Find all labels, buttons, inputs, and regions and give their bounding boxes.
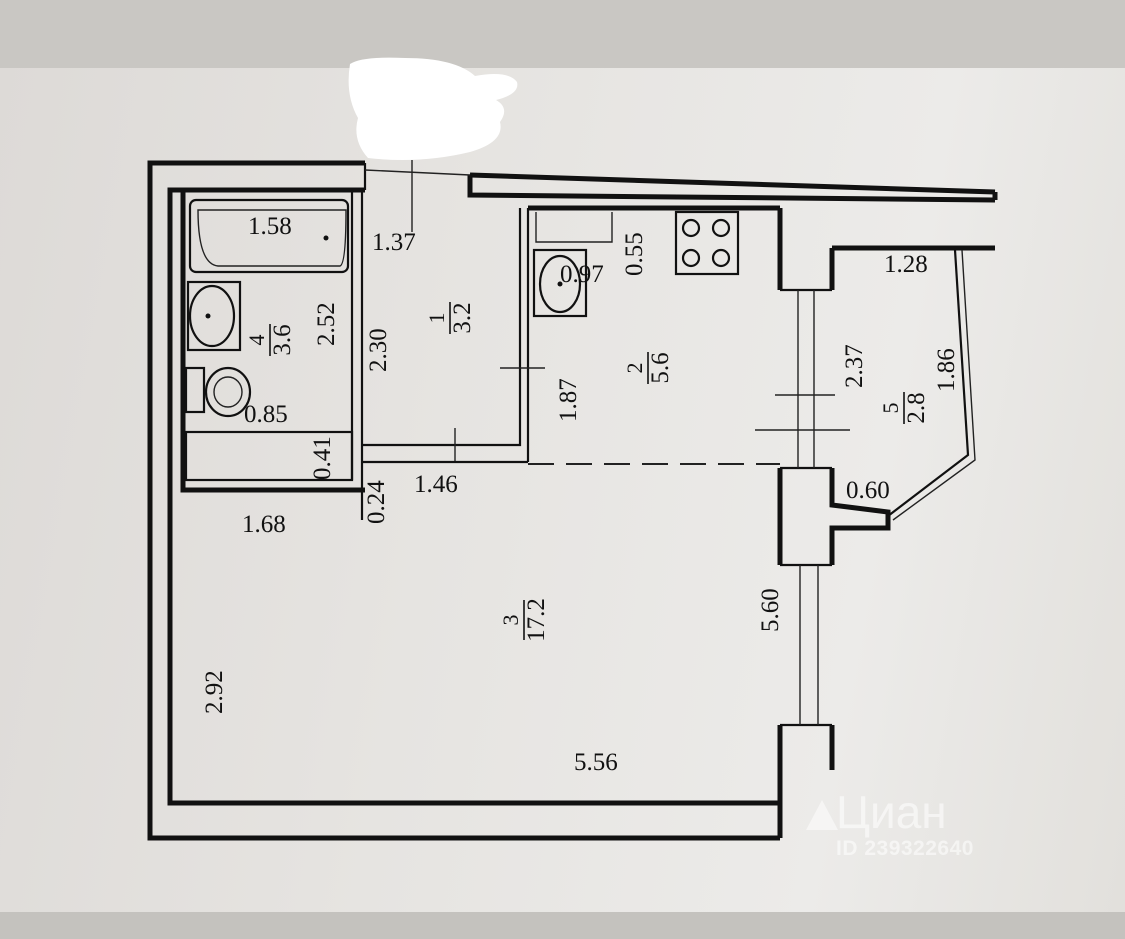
- dim-hall-height: 2.30: [365, 328, 392, 372]
- bathroom-inner-wall: [180, 190, 365, 493]
- washbasin-icon: [186, 280, 242, 352]
- balcony: [832, 245, 995, 521]
- right-wall-outer-mid: [829, 468, 891, 565]
- right-wall: [755, 208, 891, 838]
- room-2-label: 2 5.6: [622, 352, 674, 384]
- room-3-label: 3 17.2: [498, 598, 550, 642]
- dim-partition: 0.24: [363, 480, 390, 524]
- watermark-logo: Циан: [836, 786, 947, 838]
- dim-bathroom-small: 0.41: [309, 436, 336, 480]
- dim-balcony-width: 1.28: [884, 251, 928, 278]
- dim-balcony-side: 1.86: [933, 348, 960, 392]
- shower-tray-icon: [184, 430, 354, 482]
- watermark-id: ID 239322640: [836, 837, 974, 860]
- photo-bottom-edge: [0, 912, 1125, 939]
- room-1-label: 1 3.2: [424, 302, 476, 334]
- room-1-number: 1: [424, 313, 449, 324]
- room-2-area: 5.6: [647, 352, 674, 383]
- balcony-outer-rail: [887, 249, 970, 517]
- room-2-number: 2: [622, 363, 647, 374]
- interior-walls: [360, 205, 780, 520]
- room-5-number: 5: [878, 403, 903, 414]
- room-3-area: 17.2: [523, 598, 550, 642]
- door-threshold: [364, 169, 471, 176]
- room-window: [780, 563, 832, 727]
- balcony-outer-rail-2: [892, 249, 976, 521]
- bathroom: [180, 190, 365, 500]
- kitchen-niche: [535, 212, 613, 243]
- toilet-icon: [184, 366, 252, 418]
- dimension-labels: 1.58 1.37 0.55 0.97 2.52 2.30 1.87 0.85 …: [201, 213, 960, 776]
- room-4-label: 4 3.6: [244, 324, 296, 356]
- room-1-area: 3.2: [449, 302, 476, 333]
- dim-kitchen-height: 1.87: [555, 378, 582, 422]
- watermark: Циан ID 239322640: [806, 786, 974, 860]
- outer-wall-left-bottom: [147, 160, 780, 841]
- dim-hall-top: 1.37: [372, 229, 416, 256]
- room-4-number: 4: [244, 335, 269, 346]
- room-5-area: 2.8: [903, 392, 930, 423]
- top-wall-outer: [469, 172, 996, 195]
- kitchen-sink-icon: [532, 248, 588, 318]
- dim-hall-bottom: 1.46: [414, 471, 458, 498]
- stove-icon: [674, 210, 740, 276]
- room-5-label: 5 2.8: [878, 392, 930, 424]
- inner-wall-left-bottom: [167, 187, 780, 806]
- bathtub-icon: [188, 198, 350, 274]
- dim-bathroom-height: 2.52: [313, 302, 340, 346]
- dim-kitchen-sink: 0.97: [560, 261, 604, 288]
- kitchen-window: [755, 288, 850, 470]
- dim-room-height: 5.60: [757, 588, 784, 632]
- room-labels: 1 3.2 2 5.6 3 17.2 4 3.6 5 2.8: [244, 302, 930, 642]
- cian-logo-icon: [806, 800, 838, 830]
- redaction-mark: [348, 57, 518, 160]
- dim-room-width: 5.56: [574, 749, 618, 776]
- room-4-area: 3.6: [269, 324, 296, 355]
- dim-bathroom-lower: 0.85: [244, 401, 288, 428]
- dim-kitchen-niche: 0.55: [621, 232, 648, 276]
- dim-room-left-height: 2.92: [201, 670, 228, 714]
- dim-balcony-bottom: 0.60: [846, 477, 890, 504]
- room-3-number: 3: [498, 615, 523, 626]
- dim-bathtub: 1.58: [248, 213, 292, 240]
- hall-wall: [362, 208, 522, 447]
- dim-room-left: 1.68: [242, 511, 286, 538]
- outer-walls: [147, 160, 998, 841]
- dim-balcony-height: 2.37: [841, 344, 868, 388]
